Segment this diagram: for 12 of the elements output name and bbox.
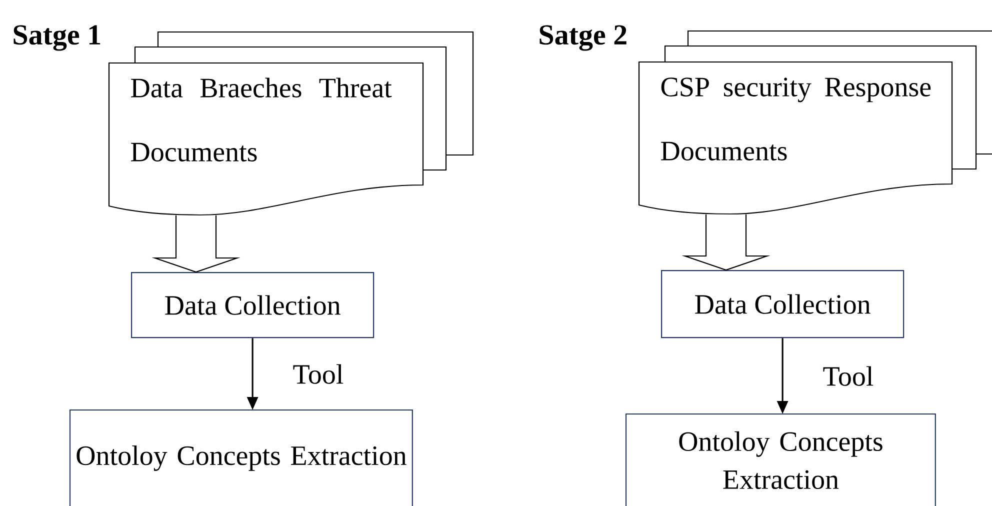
process-box: Ontoloy Concepts Extraction	[69, 409, 413, 506]
process-box: Ontoloy Concepts Extraction	[625, 413, 936, 506]
edge-label: Tool	[820, 364, 876, 388]
block-arrow	[152, 214, 240, 273]
block-arrow	[682, 214, 770, 271]
document-stack: CSP security Response Documents	[638, 30, 992, 215]
document-stack: Data Braeches Threat Documents	[108, 31, 474, 216]
stage-heading: Satge 1	[14, 25, 100, 51]
stage-heading: Satge 2	[540, 25, 626, 51]
process-box: Data Collection	[131, 272, 374, 338]
edge-label: Tool	[290, 362, 346, 386]
process-box: Data Collection	[661, 270, 904, 338]
